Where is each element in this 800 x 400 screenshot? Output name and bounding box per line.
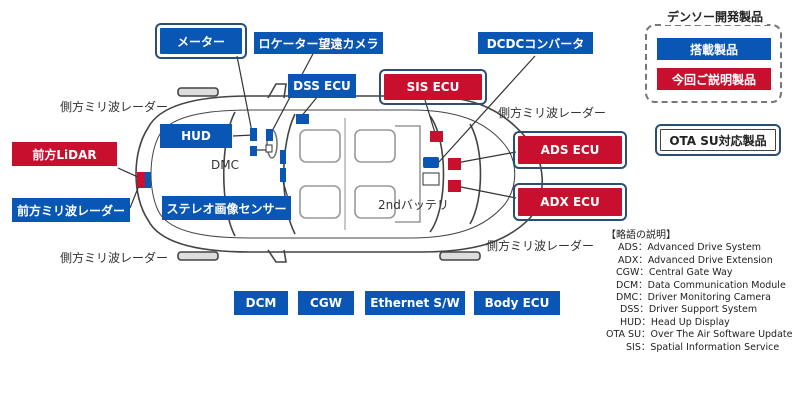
abbreviation-item: DMC：Driver Monitoring Camera (616, 292, 772, 304)
second-battery-label: 2ndバッテリ (378, 198, 449, 212)
body-ecu-label: Body ECU (474, 291, 560, 315)
ota-su-label: OTA SU対応製品 (655, 124, 781, 156)
dcdc-marker (423, 157, 439, 168)
front-lidar-label: 前方LiDAR (12, 142, 117, 166)
adx-ecu-label: ADX ECU (513, 183, 627, 221)
legend-mounted: 搭載製品 (657, 38, 771, 60)
abbreviation-item: DSS：Driver Support System (620, 304, 758, 316)
legend-explained: 今回ご説明製品 (657, 68, 771, 90)
cgw-label: CGW (298, 291, 354, 315)
car-body (135, 83, 543, 263)
ads-ecu-marker (448, 158, 461, 170)
abbreviation-item: ADS：Advanced Drive System (618, 242, 762, 254)
front-radar-label: 前方ミリ波レーダー (12, 198, 130, 222)
hud-marker (250, 146, 257, 156)
battery-marker (422, 172, 440, 186)
adx-ecu-marker (448, 180, 461, 192)
meter-label: メーター (155, 23, 247, 59)
abbreviation-title: 【略語の説明】 (606, 230, 676, 241)
hud-label: HUD (160, 124, 232, 148)
sis-ecu-marker (430, 131, 443, 142)
dcm-label: DCM (234, 291, 288, 315)
legend-box (645, 24, 782, 103)
abbreviation-item: ADX：Advanced Drive Extension (618, 254, 773, 266)
dcdc-converter-label: DCDCコンバータ (478, 32, 593, 54)
component-markers (137, 114, 461, 192)
abbreviation-item: CGW：Central Gate Way (616, 267, 733, 279)
locator-camera-label: ロケーター望遠カメラ (254, 32, 383, 54)
stereo-camera-marker-1 (280, 150, 286, 164)
side-radar-bottom-left-label: 側方ミリ波レーダー (60, 251, 169, 265)
abbreviation-item: SIS：Spatial Information Service (626, 341, 780, 353)
dss-ecu-label: DSS ECU (288, 74, 356, 98)
sis-ecu-label: SIS ECU (379, 69, 487, 105)
abbreviation-list: 【略語の説明】 ADS：Advanced Drive System ADX：Ad… (606, 230, 792, 354)
meter-marker (250, 128, 257, 141)
front-lidar-marker (137, 172, 145, 188)
legend-title: デンソー開発製品 (663, 8, 768, 25)
stereo-camera-label: ステレオ画像センサー (162, 196, 291, 220)
dmc-marker (265, 144, 273, 153)
stereo-camera-marker-2 (280, 168, 286, 182)
dss-ecu-marker (296, 114, 309, 124)
side-radar-top-right-label: 側方ミリ波レーダー (498, 106, 607, 120)
ads-ecu-label: ADS ECU (513, 131, 627, 169)
locator-camera-marker (266, 129, 273, 141)
side-radar-bottom-right-label: 側方ミリ波レーダー (486, 239, 595, 253)
ethernet-sw-label: Ethernet S/W (365, 291, 465, 315)
abbreviation-item: DCM：Data Communication Module (616, 279, 786, 291)
abbreviation-item: OTA SU：Over The Air Software Update (606, 329, 793, 341)
side-radar-top-left-label: 側方ミリ波レーダー (60, 100, 169, 114)
dmc-label: DMC (211, 158, 239, 172)
abbreviation-item: HUD：Head Up Display (620, 316, 730, 328)
front-radar-marker (145, 172, 151, 188)
